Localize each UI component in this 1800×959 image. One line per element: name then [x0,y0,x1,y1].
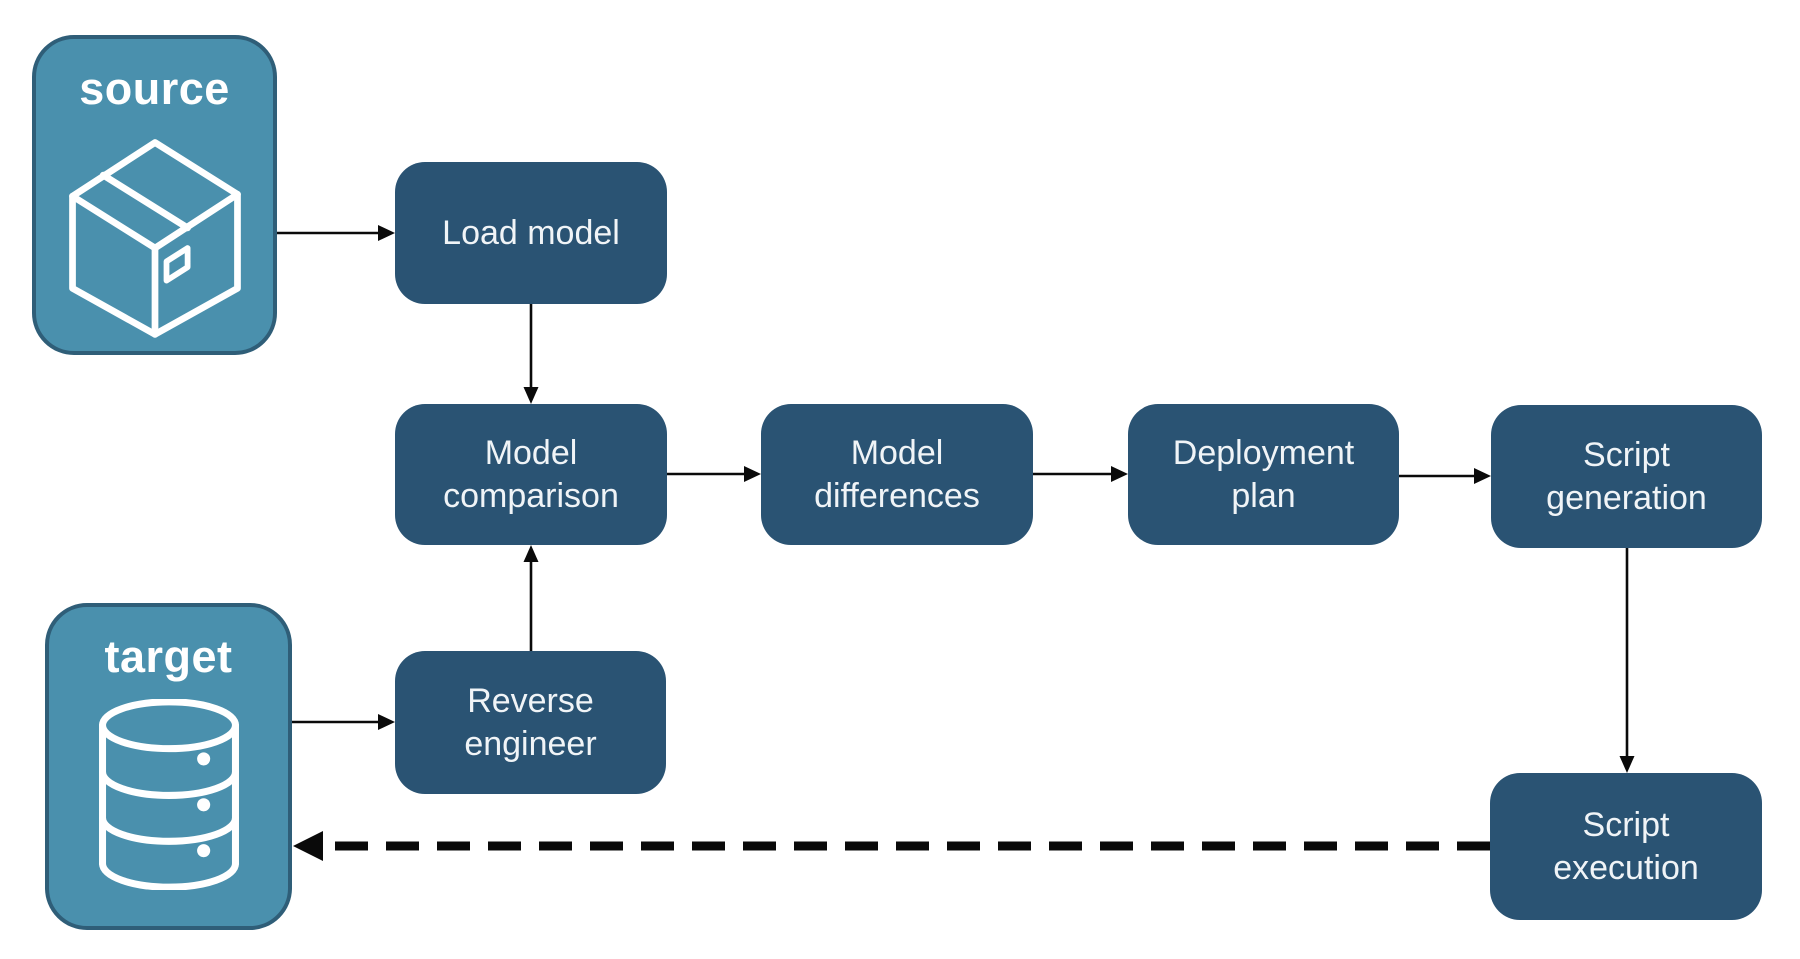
entity-target: target [45,603,292,930]
edge-model-comparison-to-model-differences [667,466,761,482]
edge-target-to-reverse-engineer [292,714,395,730]
flow-node-load-model: Load model [395,162,667,304]
edge-script-generation-to-script-execution [1619,548,1635,773]
entity-source: source [32,35,277,355]
edge-load-model-to-model-comparison [523,304,539,404]
flow-node-model-differences: Model differences [761,404,1033,545]
node-label-line: Deployment [1172,433,1355,472]
node-label-line: differences [814,476,980,515]
entity-target-label: target [104,631,233,682]
edge-deployment-plan-to-script-generation [1399,468,1491,484]
package-icon [68,138,241,338]
node-label-line: generation [1546,478,1707,517]
flow-node-script-generation: Script generation [1491,405,1762,548]
flow-node-script-execution: Script execution [1490,773,1762,920]
node-label-line: Script [1583,435,1670,474]
node-label-line: comparison [443,476,619,515]
node-label: Load model [442,213,620,252]
node-label-line: execution [1553,848,1699,887]
edge-script-execution-to-target-dashed [293,831,1490,861]
node-label-line: Model [850,433,944,472]
node-label-line: engineer [464,724,597,763]
entity-source-label: source [79,63,230,114]
database-icon [98,698,239,890]
node-label-line: plan [1231,476,1296,515]
flow-node-deployment-plan: Deployment plan [1128,404,1399,545]
edge-model-differences-to-deployment-plan [1033,466,1128,482]
node-label-line: Script [1582,805,1670,844]
node-label-line: Reverse [467,681,594,720]
edge-source-to-load-model [277,225,395,241]
flow-node-reverse-engineer: Reverse engineer [395,651,666,794]
flow-node-model-comparison: Model comparison [395,404,667,545]
node-label-line: Model [484,433,578,472]
edge-reverse-engineer-to-model-comparison [523,545,539,651]
